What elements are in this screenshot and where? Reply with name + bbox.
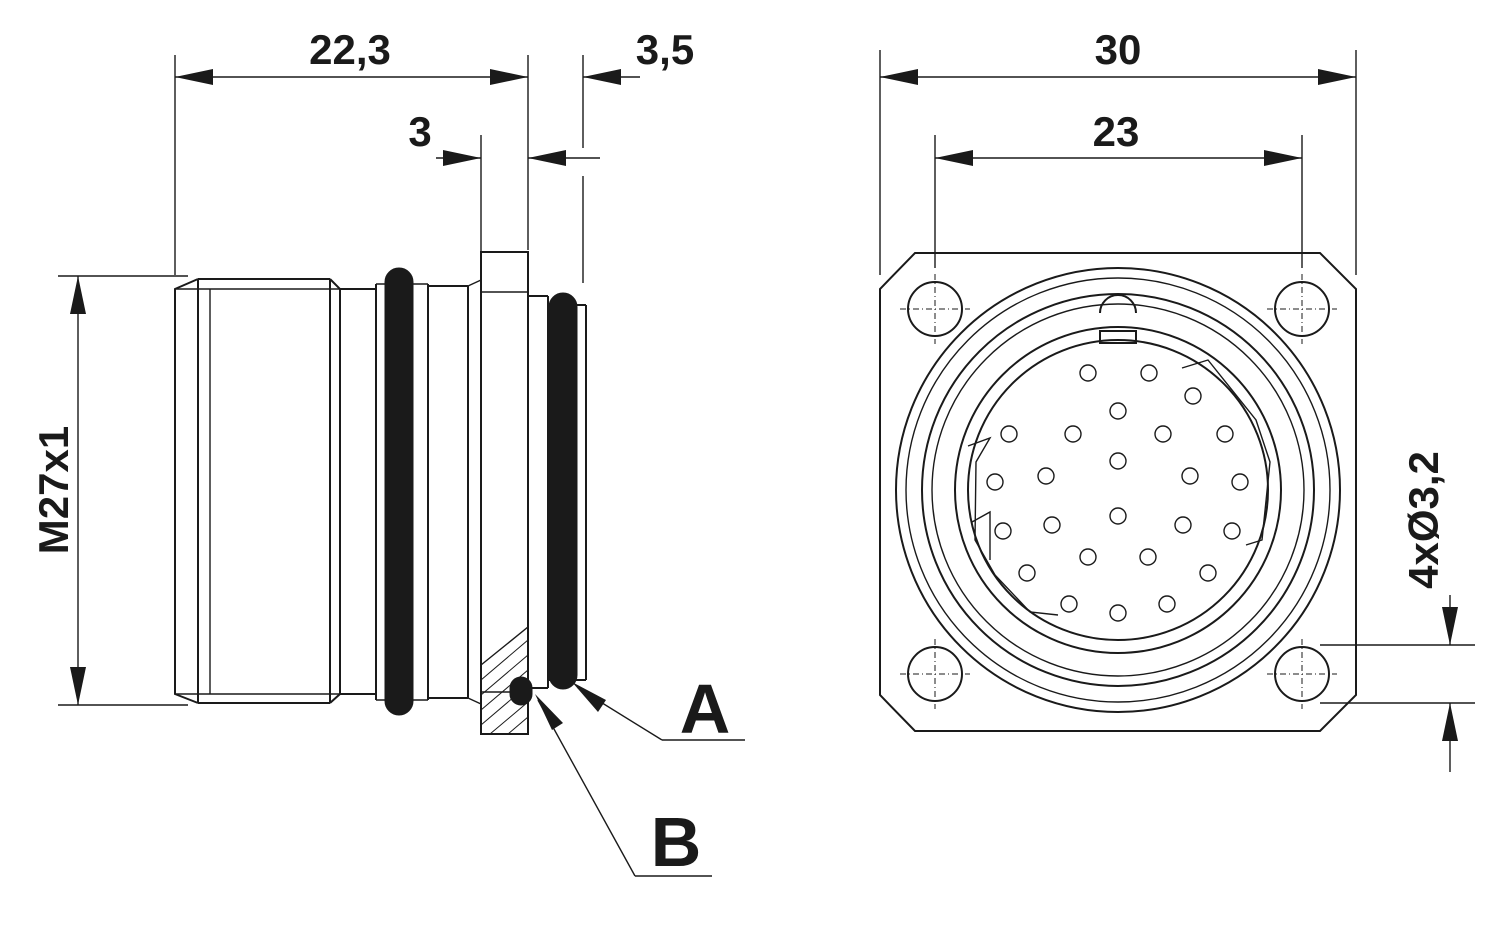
flange-plate: [879, 252, 1357, 732]
dimension-length-front: 3,5: [636, 26, 694, 73]
flange-side: [480, 251, 529, 735]
front-view: 30 23: [879, 26, 1475, 772]
contact-pins: [986, 364, 1249, 622]
dimension-thread: M27x1: [30, 426, 77, 554]
seal-b: [509, 676, 533, 706]
dimension-length-total: 22,3: [309, 26, 391, 73]
dimension-width-flange: 30: [1095, 26, 1142, 73]
mounting-holes: [900, 274, 1337, 709]
side-view: 22,3 3,5 3 M27x1: [30, 26, 745, 881]
o-ring-front: [548, 292, 578, 690]
dimension-length-flange: 3: [408, 108, 431, 155]
callout-label-a: A: [680, 670, 731, 748]
dimension-hole-size: 4xØ3,2: [1400, 451, 1447, 589]
o-ring-rear: [384, 267, 414, 716]
dimension-hole-spacing: 23: [1093, 108, 1140, 155]
callout-label-b: B: [651, 803, 702, 881]
